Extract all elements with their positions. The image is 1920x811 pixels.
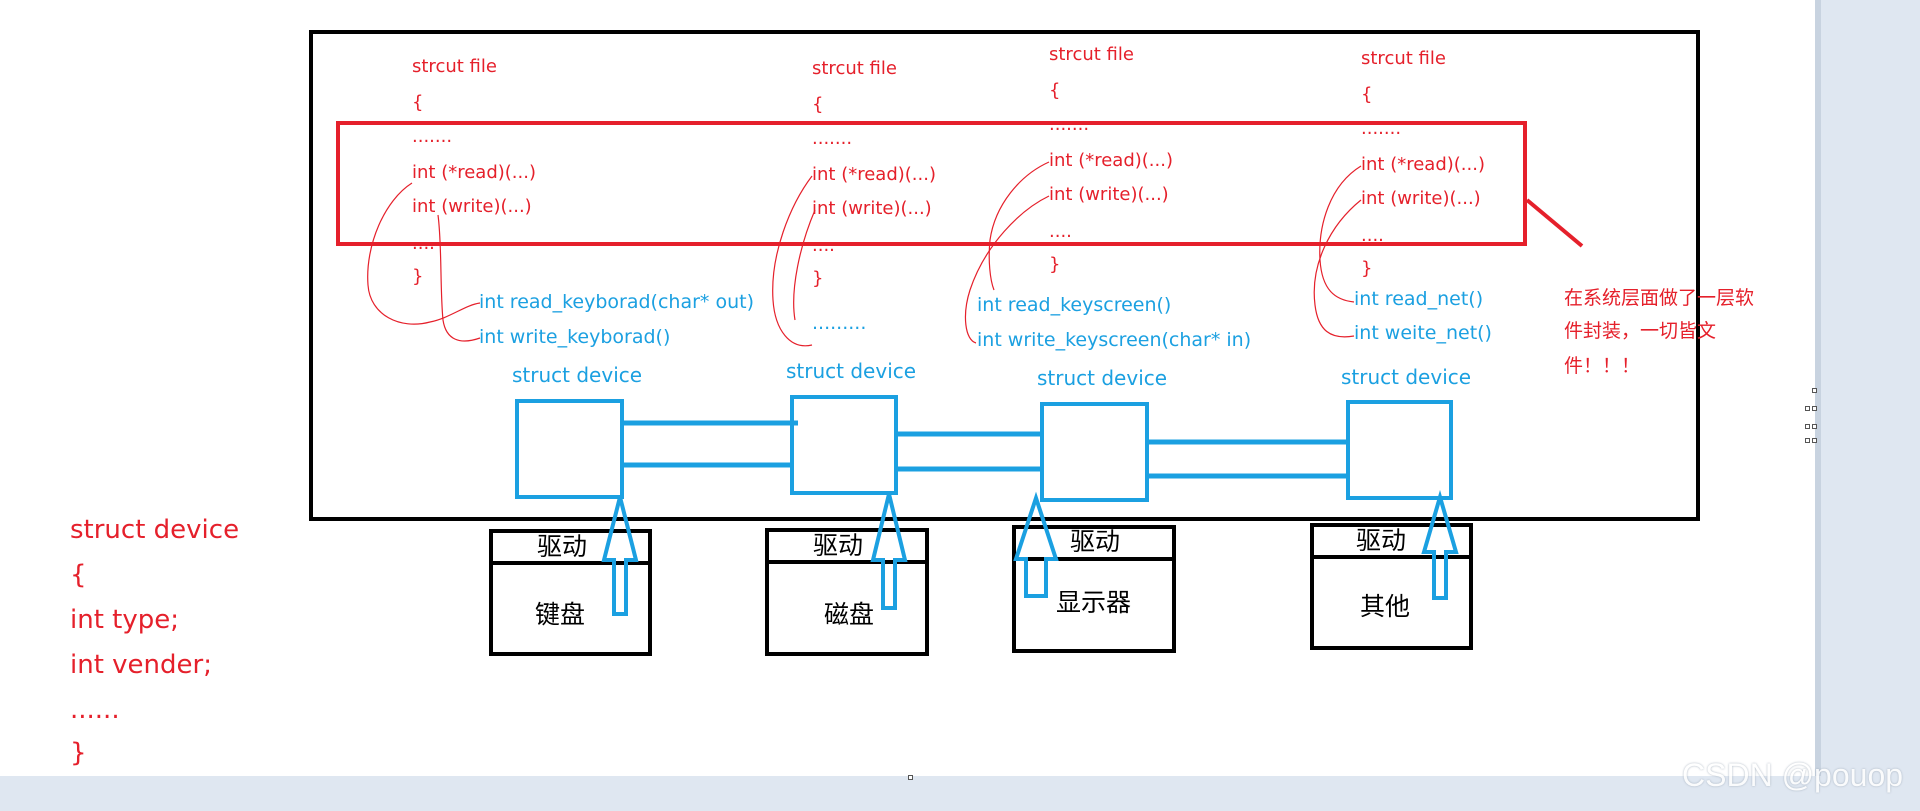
impl-keyboard-read: int read_keyborad(char* out)	[479, 291, 754, 313]
struct-file-4-read: int (*read)(...)	[1361, 154, 1485, 175]
hardware-label-screen: 显示器	[1056, 588, 1132, 617]
struct-file-4-open: {	[1361, 84, 1373, 105]
struct-file-3-dots: .......	[1049, 114, 1090, 135]
hardware-box-keyboard	[489, 561, 652, 656]
struct-file-1-close: }	[412, 266, 424, 287]
struct-file-2-read: int (*read)(...)	[812, 164, 936, 185]
resize-handle[interactable]	[1805, 424, 1810, 429]
struct-file-1-dots: .......	[412, 126, 453, 147]
hardware-box-screen	[1012, 557, 1176, 653]
struct-file-1-read: int (*read)(...)	[412, 162, 536, 183]
struct-file-2-close: }	[812, 268, 824, 289]
file-ops-highlight	[336, 121, 1527, 246]
struct-file-3-ellipsis: ....	[1049, 221, 1072, 242]
device-box-2	[790, 395, 898, 495]
hardware-label-other: 其他	[1360, 592, 1411, 621]
drawing-canvas: strcut file { ....... int (*read)(...) i…	[0, 0, 1815, 776]
struct-file-3-head: strcut file	[1049, 44, 1134, 65]
impl-keyboard-write: int write_keyborad()	[479, 326, 671, 348]
struct-file-3-close: }	[1049, 254, 1061, 275]
struct-file-2-dots: .......	[812, 128, 853, 149]
struct-file-4-ellipsis: ....	[1361, 225, 1384, 246]
struct-file-2-head: strcut file	[812, 58, 897, 79]
note-line-2: 件封装，一切皆文	[1564, 320, 1717, 342]
driver-label-4: 驱动	[1356, 526, 1407, 555]
struct-file-1-open: {	[412, 92, 424, 113]
driver-label-3: 驱动	[1070, 527, 1121, 556]
struct-file-2-open: {	[812, 94, 824, 115]
hardware-box-disk	[765, 560, 929, 656]
system-layer-frame	[309, 30, 1700, 521]
device-label-1: struct device	[512, 363, 643, 387]
impl-screen-write: int write_keyscreen(char* in)	[977, 329, 1252, 351]
struct-file-3-open: {	[1049, 80, 1061, 101]
device-label-4: struct device	[1341, 365, 1472, 389]
def-line-4: int vender;	[70, 650, 212, 680]
watermark: CSDN @pouop	[1682, 757, 1904, 793]
canvas-edge-shadow	[1815, 0, 1821, 776]
resize-handle[interactable]	[1812, 424, 1817, 429]
resize-handle[interactable]	[1812, 406, 1817, 411]
device-label-3: struct device	[1037, 366, 1168, 390]
impl-net-write: int weite_net()	[1354, 322, 1492, 344]
def-line-3: int type;	[70, 605, 180, 635]
struct-file-1-head: strcut file	[412, 56, 497, 77]
struct-file-3-read: int (*read)(...)	[1049, 150, 1173, 171]
struct-file-4-dots: .......	[1361, 118, 1402, 139]
hardware-label-disk: 磁盘	[824, 600, 875, 629]
note-line-3: 件！！！	[1564, 355, 1641, 377]
resize-handle[interactable]	[1812, 388, 1817, 393]
driver-label-1: 驱动	[537, 532, 588, 561]
resize-handle[interactable]	[908, 775, 913, 780]
def-line-2: {	[70, 560, 87, 590]
struct-file-4-write: int (write)(...)	[1361, 188, 1481, 209]
device-box-1	[515, 399, 624, 499]
struct-file-4-head: strcut file	[1361, 48, 1446, 69]
struct-file-2-write: int (write)(...)	[812, 198, 932, 219]
device-box-4	[1346, 400, 1453, 500]
note-line-1: 在系统层面做了一层软	[1564, 287, 1755, 309]
def-line-6: }	[70, 738, 87, 768]
struct-file-1-write: int (write)(...)	[412, 196, 532, 217]
struct-file-2-ellipsis: ....	[812, 235, 835, 256]
impl-net-read: int read_net()	[1354, 288, 1484, 310]
hardware-box-other	[1310, 555, 1473, 650]
resize-handle[interactable]	[1805, 406, 1810, 411]
driver-label-2: 驱动	[813, 531, 864, 560]
struct-file-4-close: }	[1361, 258, 1373, 279]
impl-disk-dots: .........	[812, 312, 867, 334]
device-label-2: struct device	[786, 359, 917, 383]
struct-file-3-write: int (write)(...)	[1049, 184, 1169, 205]
struct-file-1-ellipsis: ....	[412, 233, 435, 254]
def-line-5: ......	[70, 695, 120, 725]
device-box-3	[1040, 402, 1149, 502]
impl-screen-read: int read_keyscreen()	[977, 294, 1172, 316]
def-line-1: struct device	[70, 515, 240, 545]
resize-handle[interactable]	[1805, 438, 1810, 443]
resize-handle[interactable]	[1812, 438, 1817, 443]
hardware-label-keyboard: 键盘	[535, 600, 586, 629]
